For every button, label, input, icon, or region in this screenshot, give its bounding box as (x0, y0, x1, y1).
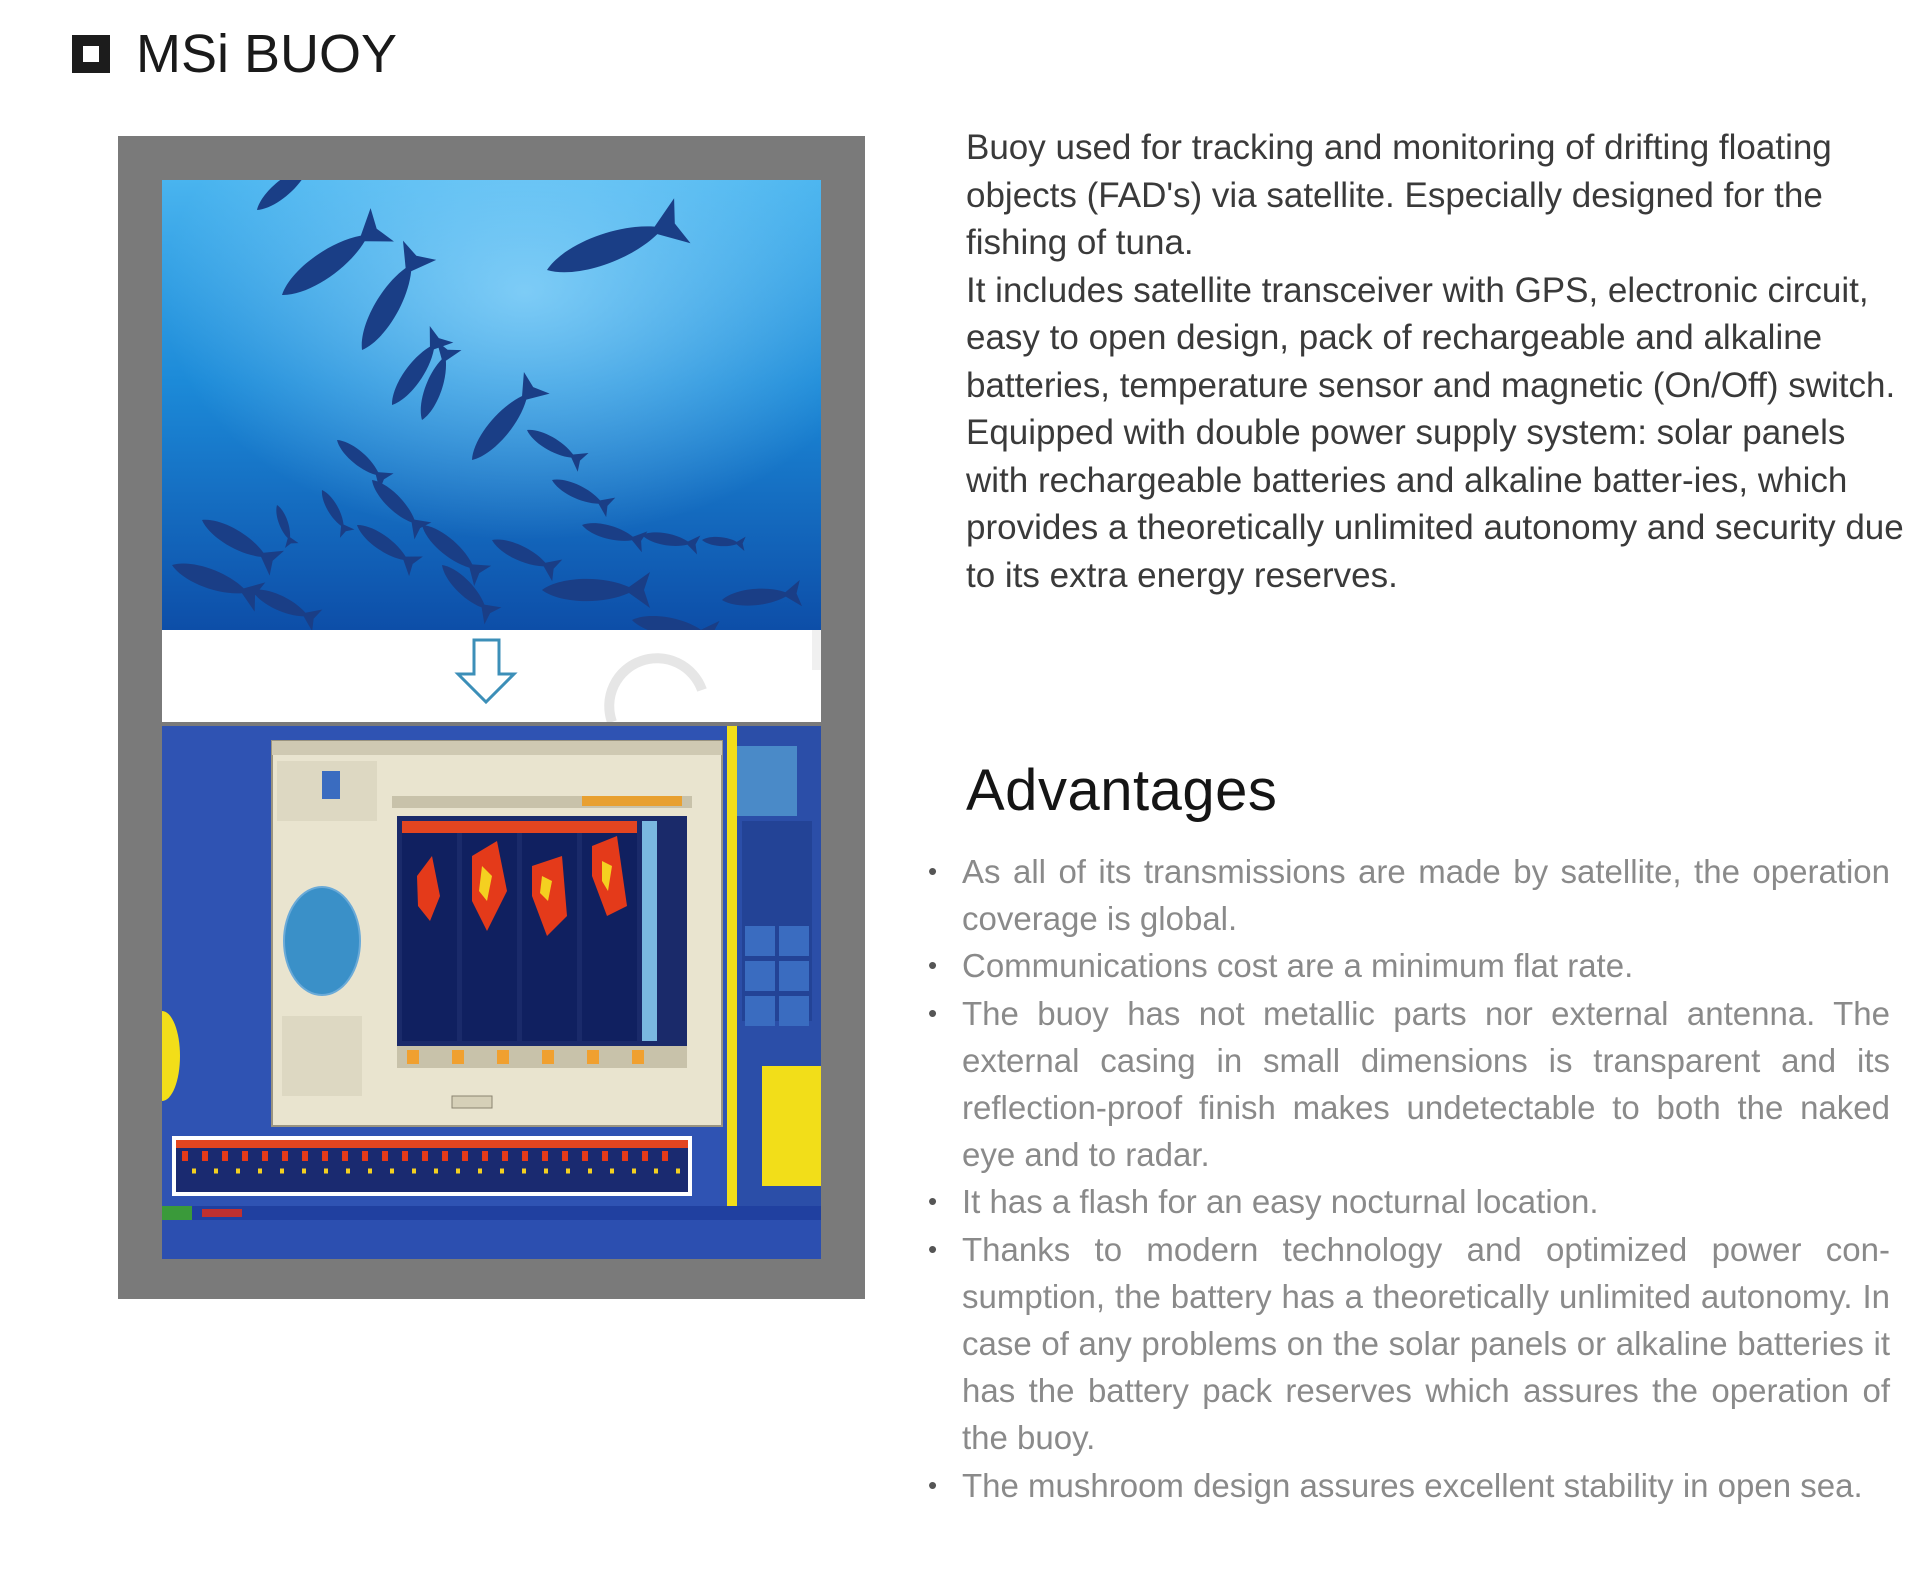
description-paragraph: Buoy used for tracking and monitoring of… (966, 128, 1832, 262)
advantages-list: • As all of its transmissions are made by… (928, 848, 1890, 1509)
list-item-text: The buoy has not metallic parts nor exte… (962, 994, 1890, 1174)
tracking-software-screenshot (162, 726, 821, 1259)
bullet-icon: • (928, 1186, 938, 1217)
product-figure (118, 136, 865, 1299)
advantages-heading: Advantages (966, 758, 1278, 823)
bullet-icon: • (928, 1469, 938, 1500)
list-item-text: Thanks to modern technology and optimize… (962, 1230, 1890, 1457)
page-title: MSi BUOY (136, 24, 398, 84)
bullet-icon: • (928, 997, 938, 1028)
list-item-text: It has a flash for an easy nocturnal loc… (962, 1183, 1599, 1221)
bullet-icon: • (928, 1233, 938, 1264)
page-header: MSi BUOY (72, 22, 397, 86)
list-item-text: The mushroom design assures excellent st… (962, 1466, 1863, 1504)
square-icon (72, 35, 110, 73)
product-description: Buoy used for tracking and monitoring of… (966, 124, 1916, 599)
underwater-tuna-photo (162, 180, 821, 630)
down-arrow-icon (454, 638, 518, 705)
list-item: • As all of its transmissions are made by… (928, 848, 1890, 942)
list-item: • Communications cost are a minimum flat … (928, 942, 1890, 989)
list-item: • Thanks to modern technology and optimiz… (928, 1226, 1890, 1462)
description-paragraph: Equipped with double power supply system… (966, 413, 1904, 595)
bullet-icon: • (928, 950, 938, 981)
list-item: • The mushroom design assures excellent s… (928, 1462, 1890, 1509)
list-item: • The buoy has not metallic parts nor ext… (928, 990, 1890, 1179)
arrow-strip (162, 630, 821, 724)
description-paragraph: It includes satellite transceiver with G… (966, 270, 1896, 405)
list-item-text: Communications cost are a minimum flat r… (962, 947, 1634, 985)
bullet-icon: • (928, 856, 938, 886)
list-item-text: As all of its transmissions are made by … (962, 853, 1890, 938)
list-item: • It has a flash for an easy nocturnal lo… (928, 1178, 1890, 1225)
